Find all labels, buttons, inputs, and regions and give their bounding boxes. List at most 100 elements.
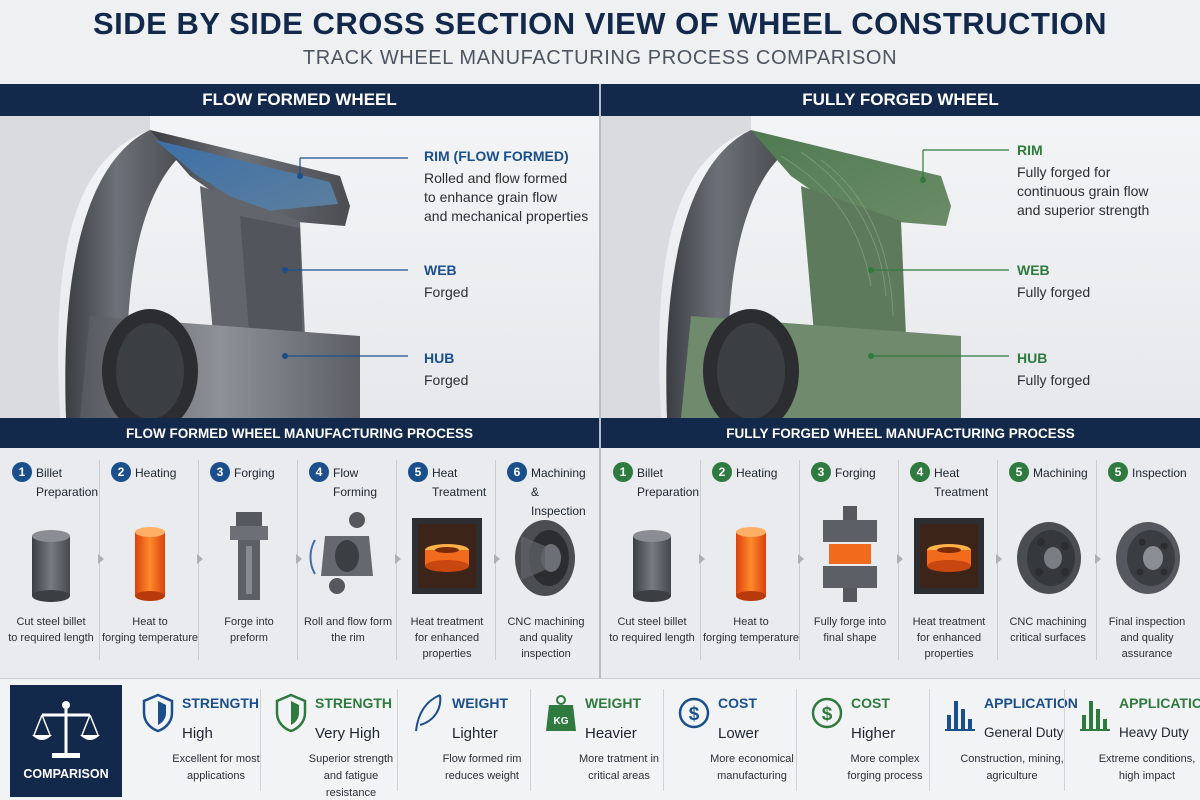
step-name: Forging [234,466,275,480]
rim-callout-title: RIM (FLOW FORMED) [424,148,569,164]
comparison-description: Excellent for most applications [172,753,260,782]
comparison-item: WEIGHT Lighter Flow formed rim reduces w… [398,679,531,800]
chevron-right-icon [197,554,203,564]
comparison-key: STRENGTH [315,695,392,711]
dollar-icon: $ [811,697,843,729]
comparison-value: Heavy Duty [1119,725,1189,740]
step-number: 4 [309,462,329,482]
comparison-value: Lower [718,725,759,742]
flow-formed-cross-section: RIM (FLOW FORMED) Rolled and flow formed… [0,116,599,418]
comparison-key: WEIGHT [585,695,641,711]
step-number: 5 [1009,462,1029,482]
shield-icon [142,693,174,733]
process-step: 5 Machining CNC machining critical surfa… [999,448,1101,678]
comparison-description: Superior strength and fatigue resistance [308,753,394,799]
step-number: 4 [910,462,930,482]
header: SIDE BY SIDE CROSS SECTION VIEW OF WHEEL… [0,0,1200,84]
comparison-item: APPLICATION Heavy Duty Extreme condition… [1065,679,1200,800]
chevron-right-icon [494,554,500,564]
web-callout: WEB Forged [424,262,468,302]
right-title-band: FULLY FORGED WHEEL [601,84,1200,116]
comparison-key: WEIGHT [452,695,508,711]
web-callout: WEB Fully forged [1017,262,1090,302]
center-divider [599,84,601,678]
chevron-right-icon [699,554,705,564]
comparison-key: COST [718,695,757,711]
chevron-right-icon [897,554,903,564]
process-step: 1 Billet Preparation Cut steel billet to… [603,448,705,678]
hub-callout: HUB Forged [424,350,468,390]
page-subtitle: TRACK WHEEL MANUFACTURING PROCESS COMPAR… [302,47,898,69]
shield-icon [275,693,307,733]
comparison-description: More complex forging process [847,753,923,782]
process-step: 5 Heat Treatment Heat treatment for enha… [398,448,500,678]
step-number: 6 [507,462,527,482]
step-number: 5 [1108,462,1128,482]
step-name: Billet Preparation [637,466,700,499]
billet-icon [633,530,671,602]
step-name: Flow Forming [333,466,378,499]
comparison-key: COST [851,695,890,711]
step-number: 3 [811,462,831,482]
step-number: 1 [613,462,633,482]
svg-text:$: $ [822,704,833,725]
step-description: CNC machining and quality inspection [507,616,585,660]
hub-callout-text: Forged [424,372,469,388]
balance-scale-icon [32,701,100,758]
rim-callout-text: Fully forged for continuous grain flow a… [1017,164,1150,218]
step-name: Billet Preparation [36,466,99,499]
step-number: 1 [12,462,32,482]
web-callout-title: WEB [1017,262,1050,278]
comparison-value: Very High [315,725,381,742]
process-step: 4 Heat Treatment Heat treatment for enha… [900,448,1002,678]
chevron-right-icon [296,554,302,564]
step-name: Heat Treatment [432,466,487,499]
comparison-description: More economical manufacturing [710,753,794,782]
fully-forged-cross-section: RIM Fully forged for continuous grain fl… [601,116,1200,418]
process-step: 3 Forging Forge into preform [200,448,302,678]
comparison-item: STRENGTH Very High Superior strength and… [261,679,398,800]
step-description: Fully forge into final shape [813,616,887,644]
comparison-value: High [182,725,213,742]
step-description: Heat treatment for enhanced properties [410,616,484,660]
furnace-icon [412,518,482,594]
comparison-item: $ COST Higher More complex forging proce… [797,679,930,800]
web-callout-title: WEB [424,262,457,278]
comparison-item: APPLICATION General Duty Construction, m… [930,679,1078,800]
fully-forged-wheel-illustration [601,116,1009,418]
comparison-item: KG WEIGHT Heavier More tratment in criti… [531,679,664,800]
rim-callout: RIM (FLOW FORMED) Rolled and flow formed… [424,148,588,226]
step-description: Forge into preform [224,616,274,644]
web-callout-text: Forged [424,284,469,300]
process-step: 3 Forging Fully forge into final shape [801,448,903,678]
step-name: Heat Treatment [934,466,989,499]
comparison-label: COMPARISON [23,767,109,781]
preform-icon [230,512,268,600]
step-description: Cut steel billet to required length [8,616,94,644]
comparison-description: More tratment in critical areas [578,753,660,782]
step-description: Heat to forging temperature [102,616,198,644]
chevron-right-icon [798,554,804,564]
bar-chart-icon [1080,701,1110,731]
comparison-value: General Duty [984,725,1064,740]
step-description: Roll and flow form the rim [303,616,393,644]
rim-callout: RIM Fully forged for continuous grain fl… [1017,142,1149,220]
forging-die-icon [823,506,877,602]
bar-chart-icon [945,701,975,731]
hub-callout-text: Fully forged [1017,372,1091,388]
comparison-key: STRENGTH [182,695,259,711]
kg-weight-icon: KG [546,695,576,731]
step-description: Final inspection and quality assurance [1108,616,1186,660]
process-step: 6 Machining & Inspection CNC machining a… [497,448,595,678]
svg-text:KG: KG [554,716,569,727]
web-callout-text: Fully forged [1017,284,1091,300]
flow-forming-icon [309,512,373,594]
comparison-description: Construction, mining, agriculture [960,753,1064,782]
step-number: 2 [712,462,732,482]
flow-formed-process-steps: 1 Billet Preparation Cut steel billet to… [0,448,599,678]
finished-wheel-icon [1116,522,1180,594]
step-number: 5 [408,462,428,482]
furnace-icon [914,518,984,594]
step-name: Forging [835,466,876,480]
step-description: CNC machining critical surfaces [1009,616,1087,644]
